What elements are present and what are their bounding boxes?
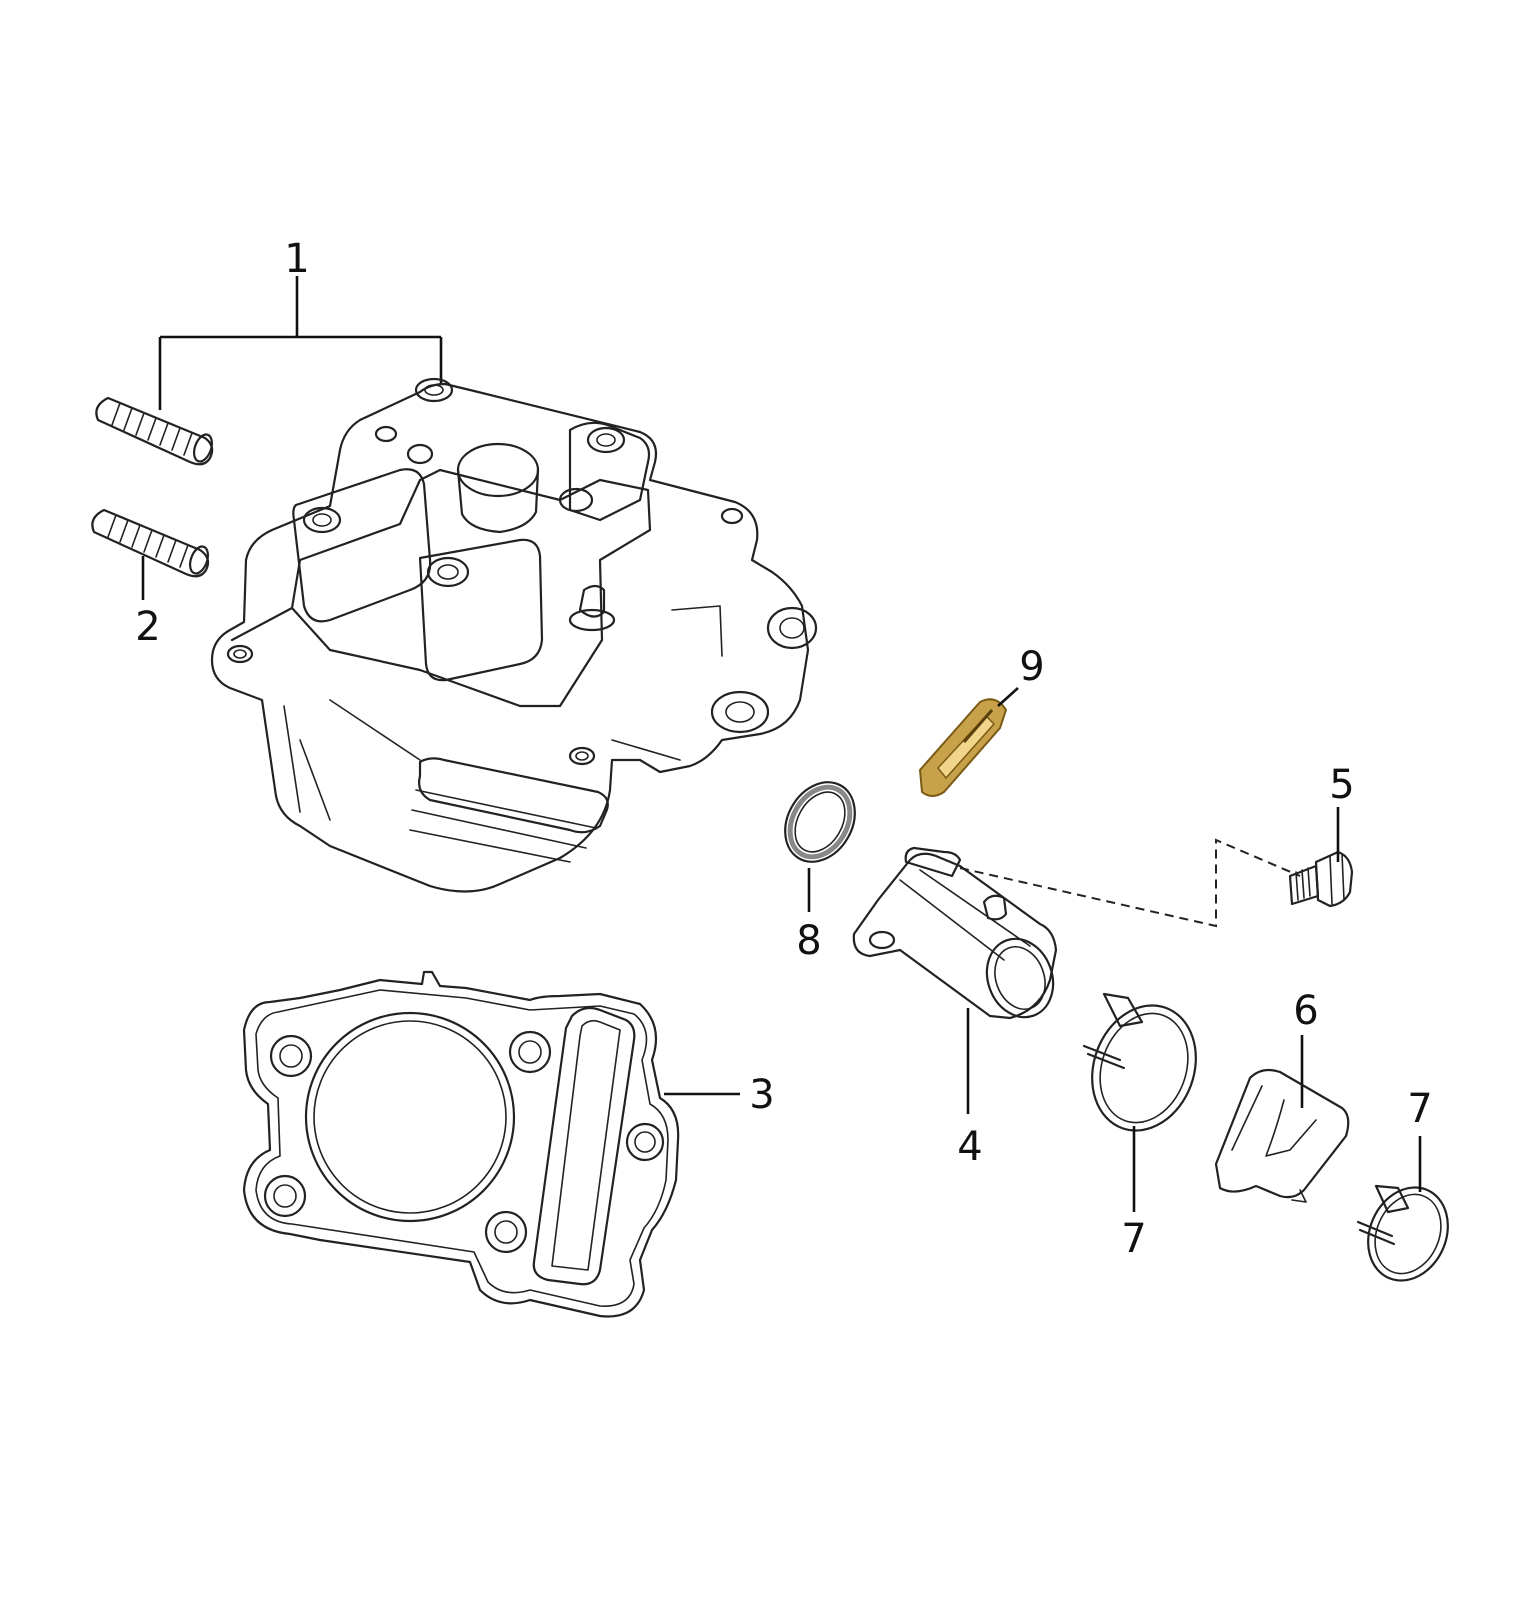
callout-7b: 7 <box>1407 1086 1432 1132</box>
o-ring <box>784 781 856 863</box>
stud-upper <box>95 396 214 466</box>
callout-1-leader <box>158 276 443 410</box>
callout-4: 4 <box>957 1124 982 1170</box>
callout-1: 1 <box>284 236 309 282</box>
callout-5: 5 <box>1329 762 1354 808</box>
head-gasket <box>242 970 680 1318</box>
callout-7a: 7 <box>1121 1216 1146 1262</box>
callout-9-leader <box>997 687 1019 707</box>
insulator-part-9 <box>918 698 1008 797</box>
stud-lower <box>91 508 210 578</box>
callout-3: 3 <box>749 1072 774 1118</box>
hose-clamp-right <box>1356 1184 1449 1282</box>
cylinder-head <box>210 377 818 893</box>
rubber-boot <box>1214 1068 1350 1203</box>
callout-8: 8 <box>796 918 821 964</box>
dashed-reference-line <box>959 838 1301 928</box>
hose-clamp-left <box>1082 992 1197 1132</box>
callout-9: 9 <box>1019 644 1044 690</box>
callout-6: 6 <box>1293 988 1318 1034</box>
intake-manifold <box>852 846 1058 1020</box>
callout-2: 2 <box>135 604 160 650</box>
bolt <box>1288 850 1354 908</box>
